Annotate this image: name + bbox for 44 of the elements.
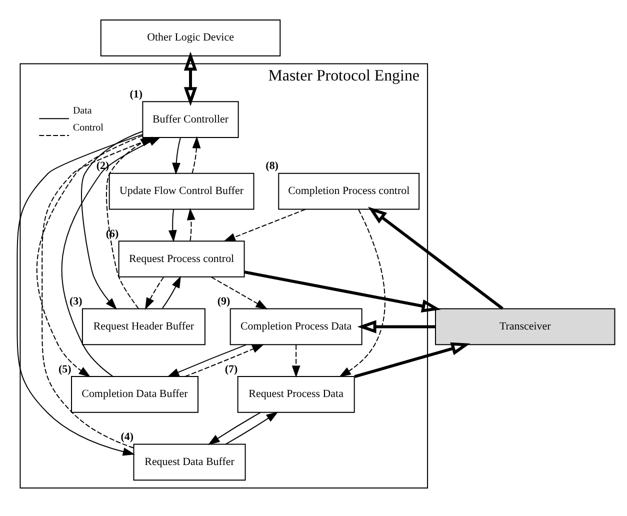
node-label: (7): [224, 363, 238, 376]
arrow: [354, 342, 470, 378]
node-label: (9): [217, 296, 230, 308]
arrow: [192, 136, 201, 174]
node-box: Request Process Data: [237, 376, 355, 413]
node-label: (2): [96, 160, 110, 172]
node-box: Request Data Buffer: [133, 444, 246, 481]
arrow: [357, 320, 436, 334]
arrow: [225, 412, 278, 445]
node-box: Request Process control: [118, 240, 245, 278]
arrow: [168, 209, 177, 242]
node-label: (5): [58, 363, 72, 376]
arrow: [184, 52, 198, 106]
node-label: (3): [70, 296, 82, 308]
node-box: Completion Process control: [278, 172, 420, 210]
arrow: [187, 208, 196, 242]
node-label: (1): [130, 88, 143, 100]
arrow: [36, 135, 144, 378]
node-box: Completion Data Buffer: [71, 376, 198, 413]
arrow: [162, 276, 181, 309]
node-box: Completion Process Data: [230, 308, 362, 346]
arrow: [81, 130, 144, 310]
legend-label: Control: [72, 122, 104, 134]
node-box: Request Header Buffer: [82, 308, 206, 346]
arrow: [292, 344, 300, 378]
legend-label: Data: [72, 106, 92, 117]
node-label: (8): [266, 160, 278, 172]
arrow: [368, 206, 504, 310]
arrow: [16, 134, 144, 456]
node-box: Buffer Controller: [142, 101, 239, 138]
arrow: [338, 208, 386, 378]
arrow: [145, 276, 164, 310]
arrow: [223, 208, 306, 242]
arrow: [184, 344, 264, 377]
arrow: [172, 137, 181, 175]
arrow: [244, 270, 441, 313]
arrow: [208, 412, 261, 445]
node-label: (4): [120, 431, 134, 444]
arrow: [167, 344, 247, 378]
node-box: Update Flow Control Buffer: [108, 172, 254, 210]
node-box: Transceiver: [435, 308, 616, 346]
arrow: [210, 276, 268, 310]
node-box: Other Logic Device: [100, 19, 281, 56]
node-label: (6): [106, 228, 119, 240]
